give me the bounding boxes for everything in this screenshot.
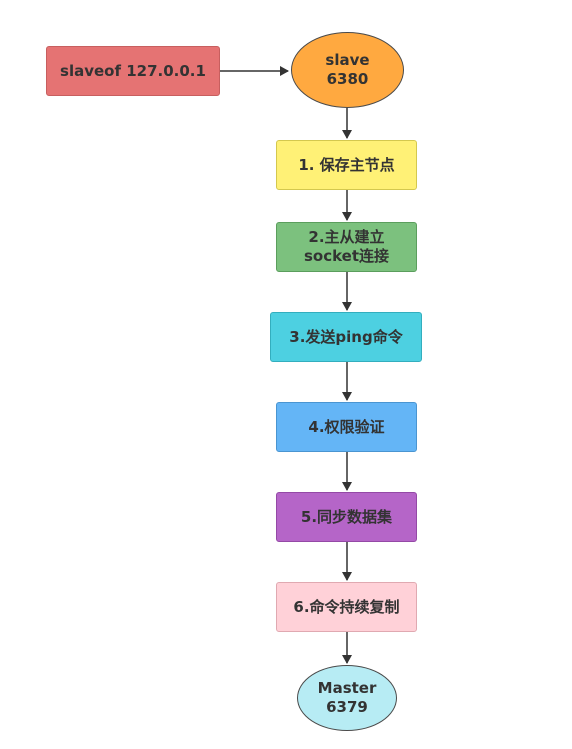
step-authentication: 4.权限验证 <box>276 402 417 452</box>
slaveof-command-box: slaveof 127.0.0.1 <box>46 46 220 96</box>
master-node-label: Master 6379 <box>317 679 377 716</box>
step-sync-dataset: 5.同步数据集 <box>276 492 417 542</box>
step-establish-socket: 2.主从建立 socket连接 <box>276 222 417 272</box>
step-1-label: 1. 保存主节点 <box>298 155 395 174</box>
step-3-label: 3.发送ping命令 <box>289 327 403 346</box>
step-2-label: 2.主从建立 socket连接 <box>303 228 390 265</box>
step-send-ping: 3.发送ping命令 <box>270 312 422 362</box>
step-save-master-node: 1. 保存主节点 <box>276 140 417 190</box>
slaveof-command-label: slaveof 127.0.0.1 <box>60 61 206 80</box>
step-command-propagation: 6.命令持续复制 <box>276 582 417 632</box>
master-node: Master 6379 <box>297 665 397 731</box>
step-5-label: 5.同步数据集 <box>300 507 393 526</box>
step-4-label: 4.权限验证 <box>308 417 385 436</box>
slave-node-label: slave 6380 <box>325 51 370 88</box>
slave-node: slave 6380 <box>291 32 404 108</box>
step-6-label: 6.命令持续复制 <box>293 597 400 616</box>
